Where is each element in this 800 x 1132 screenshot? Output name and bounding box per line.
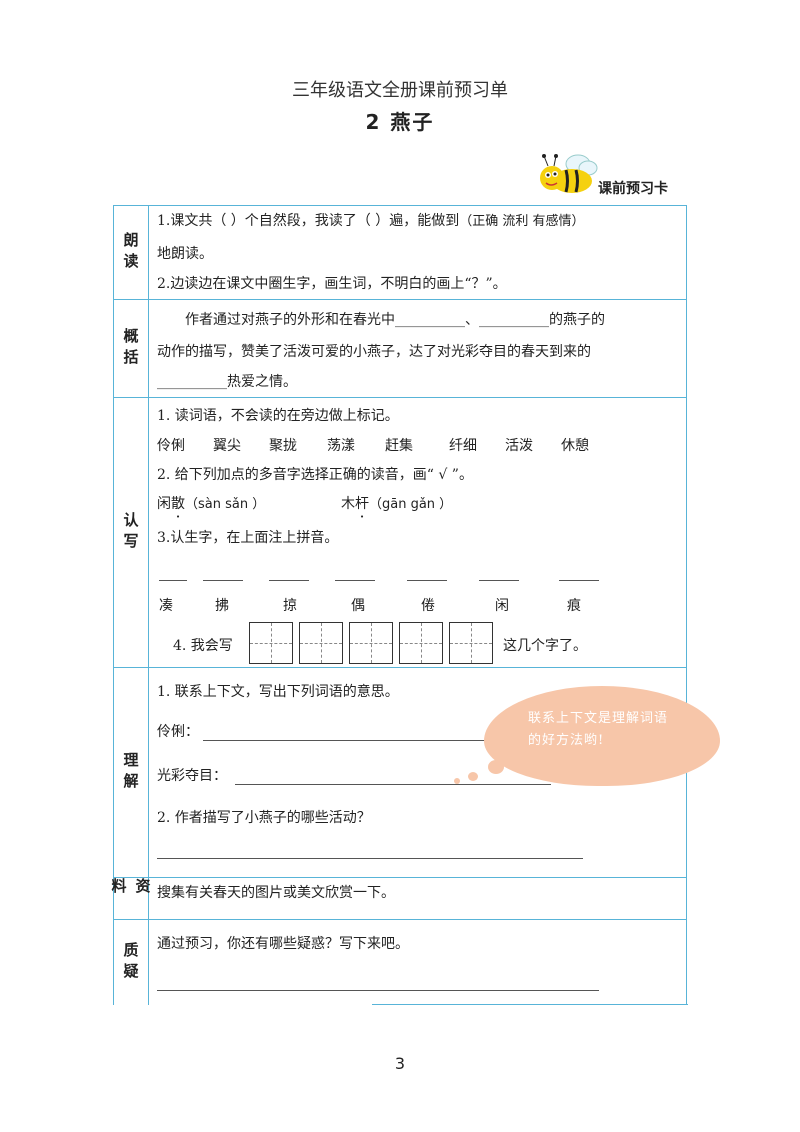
word-item: 纤细 [449, 438, 477, 454]
question-text: 通过预习，你还有哪些疑惑？写下来吧。 [157, 936, 409, 952]
answer-line[interactable] [235, 784, 551, 785]
row-read: 朗读 1.课文共（ ）个自然段，我读了（ ）遍，能做到（正确 流利 有感情） 地… [113, 205, 687, 299]
word-item: 活泼 [505, 438, 533, 454]
row-heading: 理解 [113, 668, 149, 877]
writing-grid-box[interactable] [249, 622, 293, 664]
row-understand: 理解 1. 联系上下文，写出下列词语的意思。 伶俐： 光彩夺目： 2. 作者描写… [113, 667, 687, 877]
understand-q1: 1. 联系上下文，写出下列词语的意思。 [157, 684, 399, 700]
word-item: 荡漾 [327, 438, 355, 454]
hint-bubble-text: 联系上下文是理解词语的好方法哟! [528, 711, 669, 748]
word-item: 聚拢 [269, 438, 297, 454]
answer-line[interactable] [157, 858, 583, 859]
write-q3: 3.认生字，在上面注上拼音。 [157, 530, 339, 546]
new-char: 痕 [567, 598, 581, 614]
row-heading: 资料 [110, 878, 152, 919]
row-heading: 质疑 [113, 920, 149, 1005]
answer-line[interactable] [203, 740, 503, 741]
page-title: 三年级语文全册课前预习单 [292, 80, 508, 101]
new-char: 偶 [351, 598, 365, 614]
row-summary: 概括 作者通过对燕子的外形和在春光中__________、__________的… [113, 299, 687, 397]
summary-line-3: __________热爱之情。 [157, 374, 297, 390]
row-heading: 概括 [113, 300, 149, 397]
page-number: 3 [394, 1054, 406, 1073]
read-line-3: 2.边读边在课文中圈生字，画生词，不明白的画上“？”。 [157, 276, 507, 292]
new-char: 掠 [283, 598, 297, 614]
writing-grid-box[interactable] [399, 622, 443, 664]
row-heading: 朗读 [113, 206, 149, 299]
writing-grid-box[interactable] [349, 622, 393, 664]
word-item: 休憩 [561, 438, 589, 454]
write-q4-suffix: 这几个字了。 [503, 638, 587, 654]
preview-card-label: 课前预习卡 [598, 181, 668, 197]
understand-q2: 2. 作者描写了小燕子的哪些活动？ [157, 810, 371, 826]
term-1-label: 伶俐： [157, 724, 199, 740]
new-char: 凑 [159, 598, 173, 614]
polyphone-2: 木杆（gān gǎn ） [341, 494, 452, 515]
writing-grid-box[interactable] [449, 622, 493, 664]
write-q2: 2. 给下列加点的多音字选择正确的读音，画“ √ ”。 [157, 467, 473, 483]
bee-icon [540, 154, 598, 193]
material-text: 搜集有关春天的图片或美文欣赏一下。 [157, 885, 395, 901]
writing-grid-box[interactable] [299, 622, 343, 664]
new-char: 闲 [495, 598, 509, 614]
polyphone-1: 闲散（sàn sǎn ） [157, 494, 265, 515]
row-heading: 认写 [113, 398, 149, 667]
new-char: 拂 [215, 598, 229, 614]
read-line-1: 1.课文共（ ）个自然段，我读了（ ）遍，能做到（正确 流利 有感情） [157, 213, 585, 229]
preview-table: 朗读 1.课文共（ ）个自然段，我读了（ ）遍，能做到（正确 流利 有感情） 地… [110, 205, 687, 1005]
word-item: 赶集 [385, 438, 413, 454]
lesson-title: 2 燕子 [365, 110, 435, 134]
row-question: 质疑 通过预习，你还有哪些疑惑？写下来吧。 [113, 919, 687, 1005]
row-material: 资料 搜集有关春天的图片或美文欣赏一下。 [110, 877, 687, 919]
answer-line[interactable] [157, 990, 599, 991]
summary-line-2: 动作的描写，赞美了活泼可爱的小燕子，达了对光彩夺目的春天到来的 [157, 344, 591, 360]
write-q1: 1. 读词语，不会读的在旁边做上标记。 [157, 408, 399, 424]
hint-bubble [484, 686, 720, 786]
read-line-2: 地朗读。 [157, 246, 213, 262]
summary-line-1: 作者通过对燕子的外形和在春光中__________、__________的燕子的 [185, 312, 605, 328]
new-char: 倦 [421, 598, 435, 614]
write-q4: 4. 我会写 [173, 638, 233, 654]
word-item: 伶俐 [157, 438, 185, 454]
term-2-label: 光彩夺目： [157, 768, 227, 784]
row-write: 认写 1. 读词语，不会读的在旁边做上标记。 伶俐 翼尖 聚拢 荡漾 赶集 纤细… [113, 397, 687, 667]
word-item: 翼尖 [213, 438, 241, 454]
